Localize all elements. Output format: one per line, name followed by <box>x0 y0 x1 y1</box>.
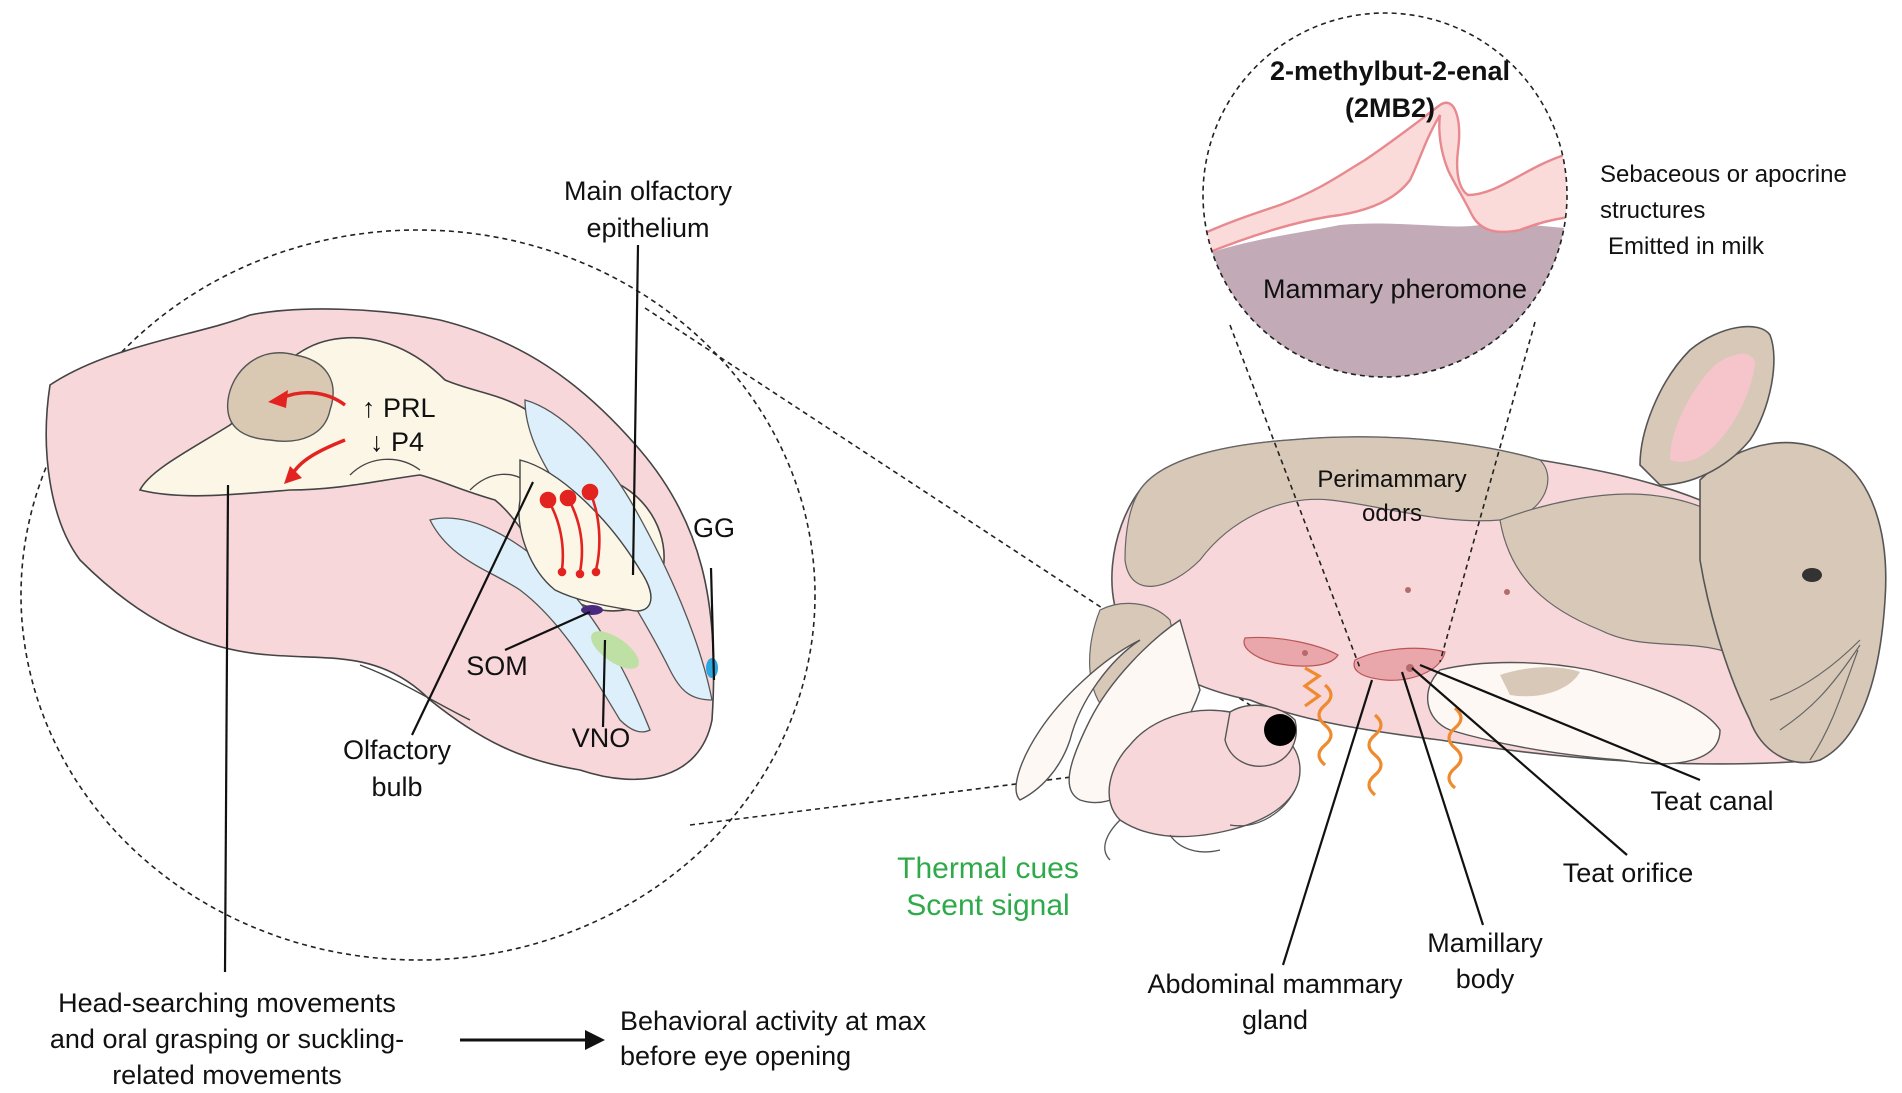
olfactory-neurons <box>539 483 601 579</box>
label-prl: ↑ PRL <box>362 393 436 423</box>
label-p4: ↓ P4 <box>370 427 424 457</box>
pup-limb <box>1229 789 1296 827</box>
brain-fold <box>349 458 421 476</box>
nipple-dot <box>1405 587 1411 593</box>
label-behavioral-activity: Behavioral activity at max <box>620 1006 927 1036</box>
label-vno: VNO <box>572 723 631 753</box>
pup-limb <box>1169 834 1221 853</box>
label-pheromone-name: 2-methylbut-2-enal <box>1270 56 1510 86</box>
label-mamillary-body: body <box>1456 964 1515 994</box>
label-gg: GG <box>693 513 735 543</box>
label-abdominal-gland: Abdominal mammary <box>1147 969 1403 999</box>
fur-patch <box>1124 436 1549 587</box>
label-thermal-cues: Thermal cues <box>897 852 1079 885</box>
head-magnification-circle <box>20 229 816 961</box>
nipple-dot <box>1302 650 1308 656</box>
jaw-contour <box>359 664 471 721</box>
label-teat-canal: Teat canal <box>1650 786 1773 816</box>
front-paw-fur <box>1500 667 1580 697</box>
label-head-searching: related movements <box>112 1060 342 1090</box>
label-behavioral-activity: before eye opening <box>620 1041 851 1071</box>
label-perimammary: Perimammary <box>1317 466 1466 493</box>
abdominal-mammary-gland <box>1243 636 1339 667</box>
arrow-head <box>268 390 288 408</box>
arrow-head <box>585 1030 605 1050</box>
thermal-waves <box>1302 666 1322 708</box>
label-sebaceous: structures <box>1600 197 1705 224</box>
vno-organ <box>591 631 639 669</box>
doe-eye <box>1802 568 1822 582</box>
label-abdominal-gland: gland <box>1242 1005 1308 1035</box>
label-emitted-in-milk: Emitted in milk <box>1608 233 1765 260</box>
pup-limb <box>1104 819 1121 861</box>
label-head-searching: and oral grasping or suckling- <box>50 1024 404 1054</box>
label-scent-signal: Scent signal <box>906 889 1069 922</box>
nipple-dot <box>1504 589 1510 595</box>
label-olfactory-bulb: Olfactory <box>343 735 452 765</box>
rabbit-illustration: Perimammary odors Thermal cues Scent sig… <box>897 325 1887 1035</box>
head-magnification: Main olfactory epithelium ↑ PRL ↓ P4 GG … <box>20 176 816 973</box>
front-paw <box>1426 661 1721 765</box>
doe-ear-inner <box>1670 353 1755 462</box>
label-main-olfactory: Main olfactory <box>564 176 733 206</box>
label-head-searching: Head-searching movements <box>58 988 396 1018</box>
label-sebaceous: Sebaceous or apocrine <box>1600 161 1847 188</box>
thermal-waves <box>1317 683 1463 797</box>
pup-snout-marker <box>1264 714 1296 746</box>
pheromone-magnification-circle <box>1202 12 1568 378</box>
leader-lines <box>223 244 716 973</box>
label-mamillary-body: Mamillary <box>1427 928 1543 958</box>
whiskers <box>1769 639 1861 761</box>
label-main-olfactory: epithelium <box>586 213 709 243</box>
arrow-head <box>284 466 302 484</box>
magnification-connectors <box>1229 321 1536 669</box>
mammary-tissue <box>1203 223 1567 377</box>
label-pheromone-name: (2MB2) <box>1345 93 1435 123</box>
gg-organ <box>706 658 718 678</box>
leader-lines <box>1281 663 1701 966</box>
label-mammary-pheromone: Mammary pheromone <box>1263 274 1527 304</box>
teat-orifice <box>1406 664 1414 672</box>
hind-leg <box>1015 639 1141 801</box>
label-olfactory-bulb: bulb <box>371 772 422 802</box>
label-perimammary: odors <box>1362 500 1422 527</box>
label-teat-orifice: Teat orifice <box>1563 858 1694 888</box>
doe-head <box>1699 441 1887 764</box>
skin-surface <box>1203 101 1567 262</box>
teat-mamillary-body <box>1353 647 1446 681</box>
label-som: SOM <box>466 651 528 681</box>
